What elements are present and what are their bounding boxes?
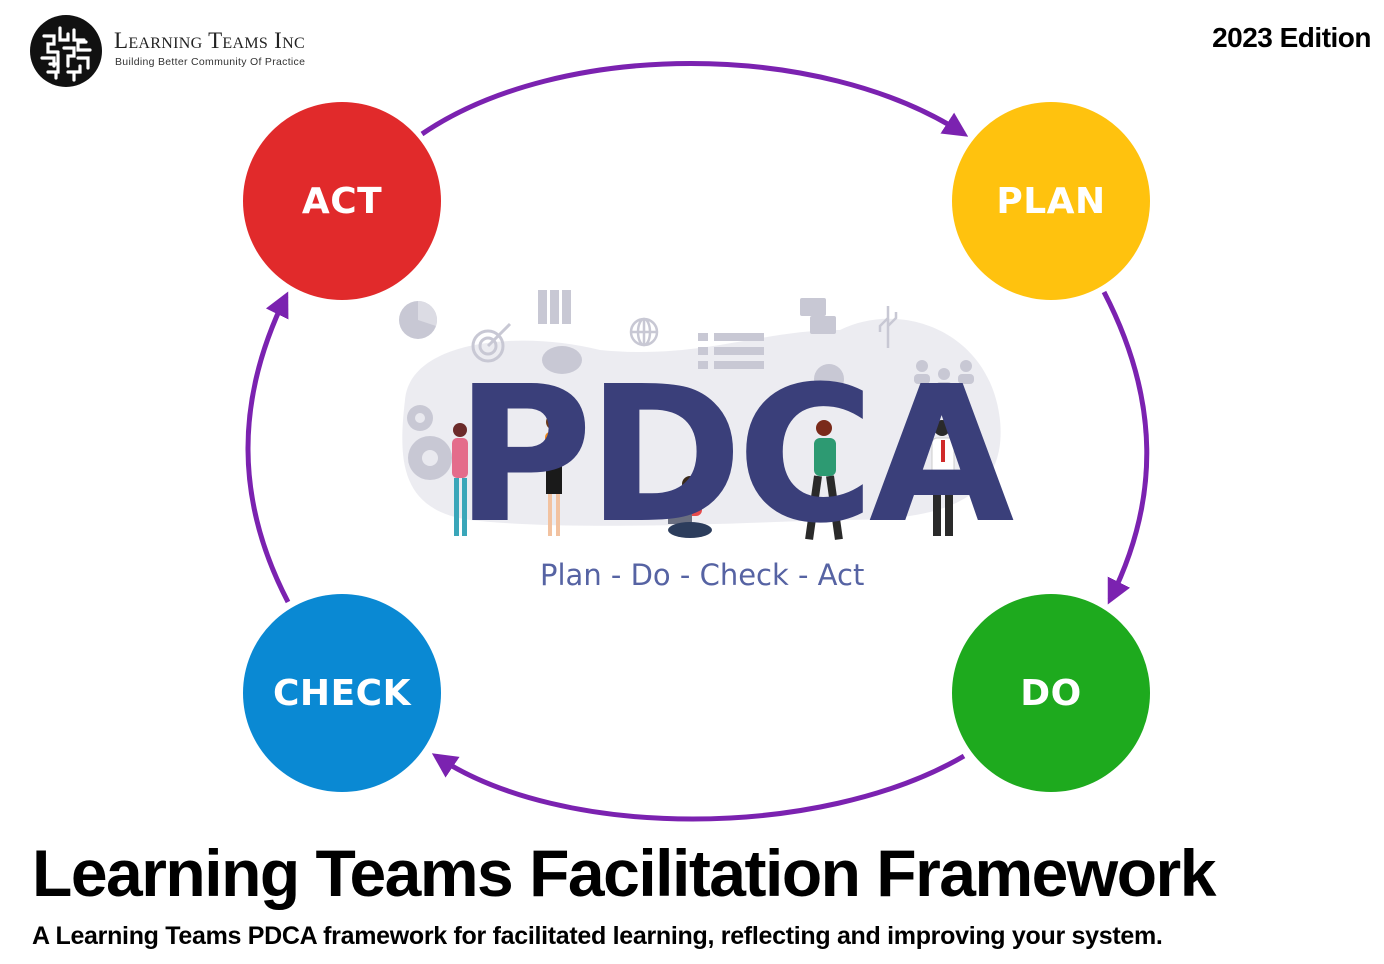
- check-node: CHECK: [243, 594, 441, 792]
- check-label: CHECK: [273, 672, 411, 714]
- target-icon: [471, 322, 512, 363]
- piggy-bank-icon: [542, 346, 582, 374]
- arrow-act-to-plan: [420, 61, 969, 137]
- company-logo: Learning Teams Inc Building Better Commu…: [28, 14, 358, 88]
- cycle-arrows: [245, 61, 1150, 822]
- brand-tagline: Building Better Community Of Practice: [115, 56, 306, 68]
- person-figure: [452, 423, 468, 536]
- person-figure: [805, 420, 843, 540]
- pie-chart-icon: [399, 301, 437, 339]
- act-node: ACT: [243, 102, 441, 300]
- plan-label: PLAN: [996, 180, 1106, 222]
- dollar-coin-icon: [814, 364, 844, 394]
- do-node: DO: [952, 594, 1150, 792]
- globe-icon: [629, 317, 659, 347]
- plan-node: PLAN: [952, 102, 1150, 300]
- pdca-heading: PDCA: [455, 346, 1014, 565]
- arrow-check-to-act: [245, 291, 291, 604]
- brand-name: Learning Teams Inc: [114, 28, 305, 53]
- brain-logo-icon: [30, 15, 102, 87]
- people-group-icon: [914, 360, 974, 392]
- checklist-icon: [698, 333, 764, 369]
- edition-label: 2023 Edition: [1212, 22, 1371, 53]
- person-figure: [668, 476, 712, 538]
- act-label: ACT: [301, 180, 383, 222]
- person-figure: [931, 420, 955, 536]
- arrow-do-to-check: [431, 753, 966, 822]
- pdca-subtitle: Plan - Do - Check - Act: [540, 558, 865, 592]
- binders-icon: [538, 290, 571, 324]
- arrow-plan-to-do: [1101, 290, 1150, 605]
- chat-icon: [800, 298, 836, 334]
- page-title: Learning Teams Facilitation Framework: [32, 836, 1216, 910]
- pdca-cycle-diagram: ACT PLAN DO CHECK PDCA Plan - Do - Check…: [243, 61, 1150, 822]
- page-subtitle: A Learning Teams PDCA framework for faci…: [32, 922, 1163, 950]
- usb-icon: [878, 306, 898, 348]
- do-label: DO: [1020, 672, 1082, 714]
- person-figure: [545, 414, 563, 536]
